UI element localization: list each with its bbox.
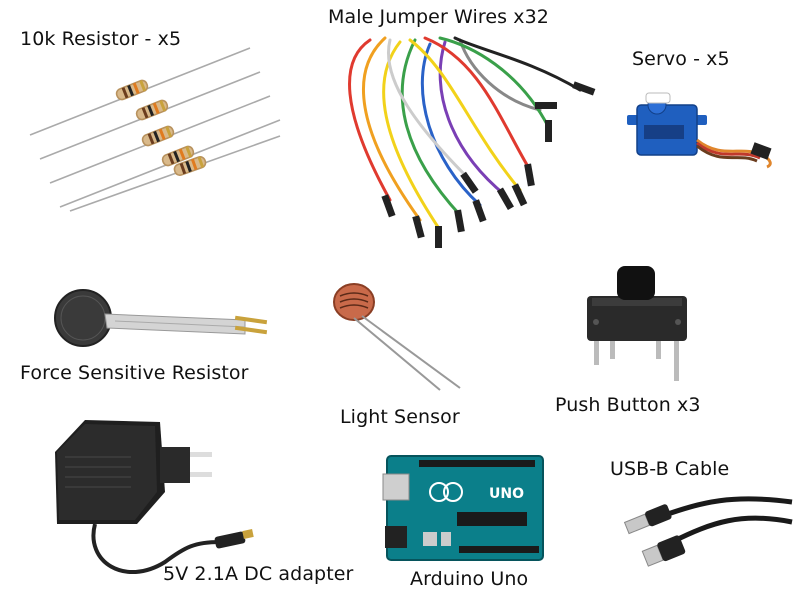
push-button-label: Push Button x3 bbox=[555, 394, 701, 416]
usb-cable-image bbox=[622, 482, 798, 582]
servo-label: Servo - x5 bbox=[632, 48, 730, 70]
push-button-image bbox=[582, 266, 692, 384]
arduino-board-text: UNO bbox=[489, 486, 524, 502]
light-sensor-image bbox=[330, 278, 470, 393]
resistor-image bbox=[20, 40, 290, 215]
usb-cable-label: USB-B Cable bbox=[610, 458, 730, 480]
resistor-label: 10k Resistor - x5 bbox=[20, 28, 182, 50]
dc-adapter-label: 5V 2.1A DC adapter bbox=[163, 563, 354, 585]
servo-image bbox=[622, 85, 782, 185]
arduino-uno-image: UNO bbox=[382, 452, 548, 564]
fsr-label: Force Sensitive Resistor bbox=[20, 362, 249, 384]
fsr-image bbox=[45, 289, 270, 360]
arduino-uno-label: Arduino Uno bbox=[410, 568, 529, 590]
jumper-wires-label: Male Jumper Wires x32 bbox=[328, 6, 549, 28]
light-sensor-label: Light Sensor bbox=[340, 406, 460, 428]
dc-adapter-image bbox=[45, 412, 255, 597]
jumper-wires-image bbox=[330, 30, 600, 255]
